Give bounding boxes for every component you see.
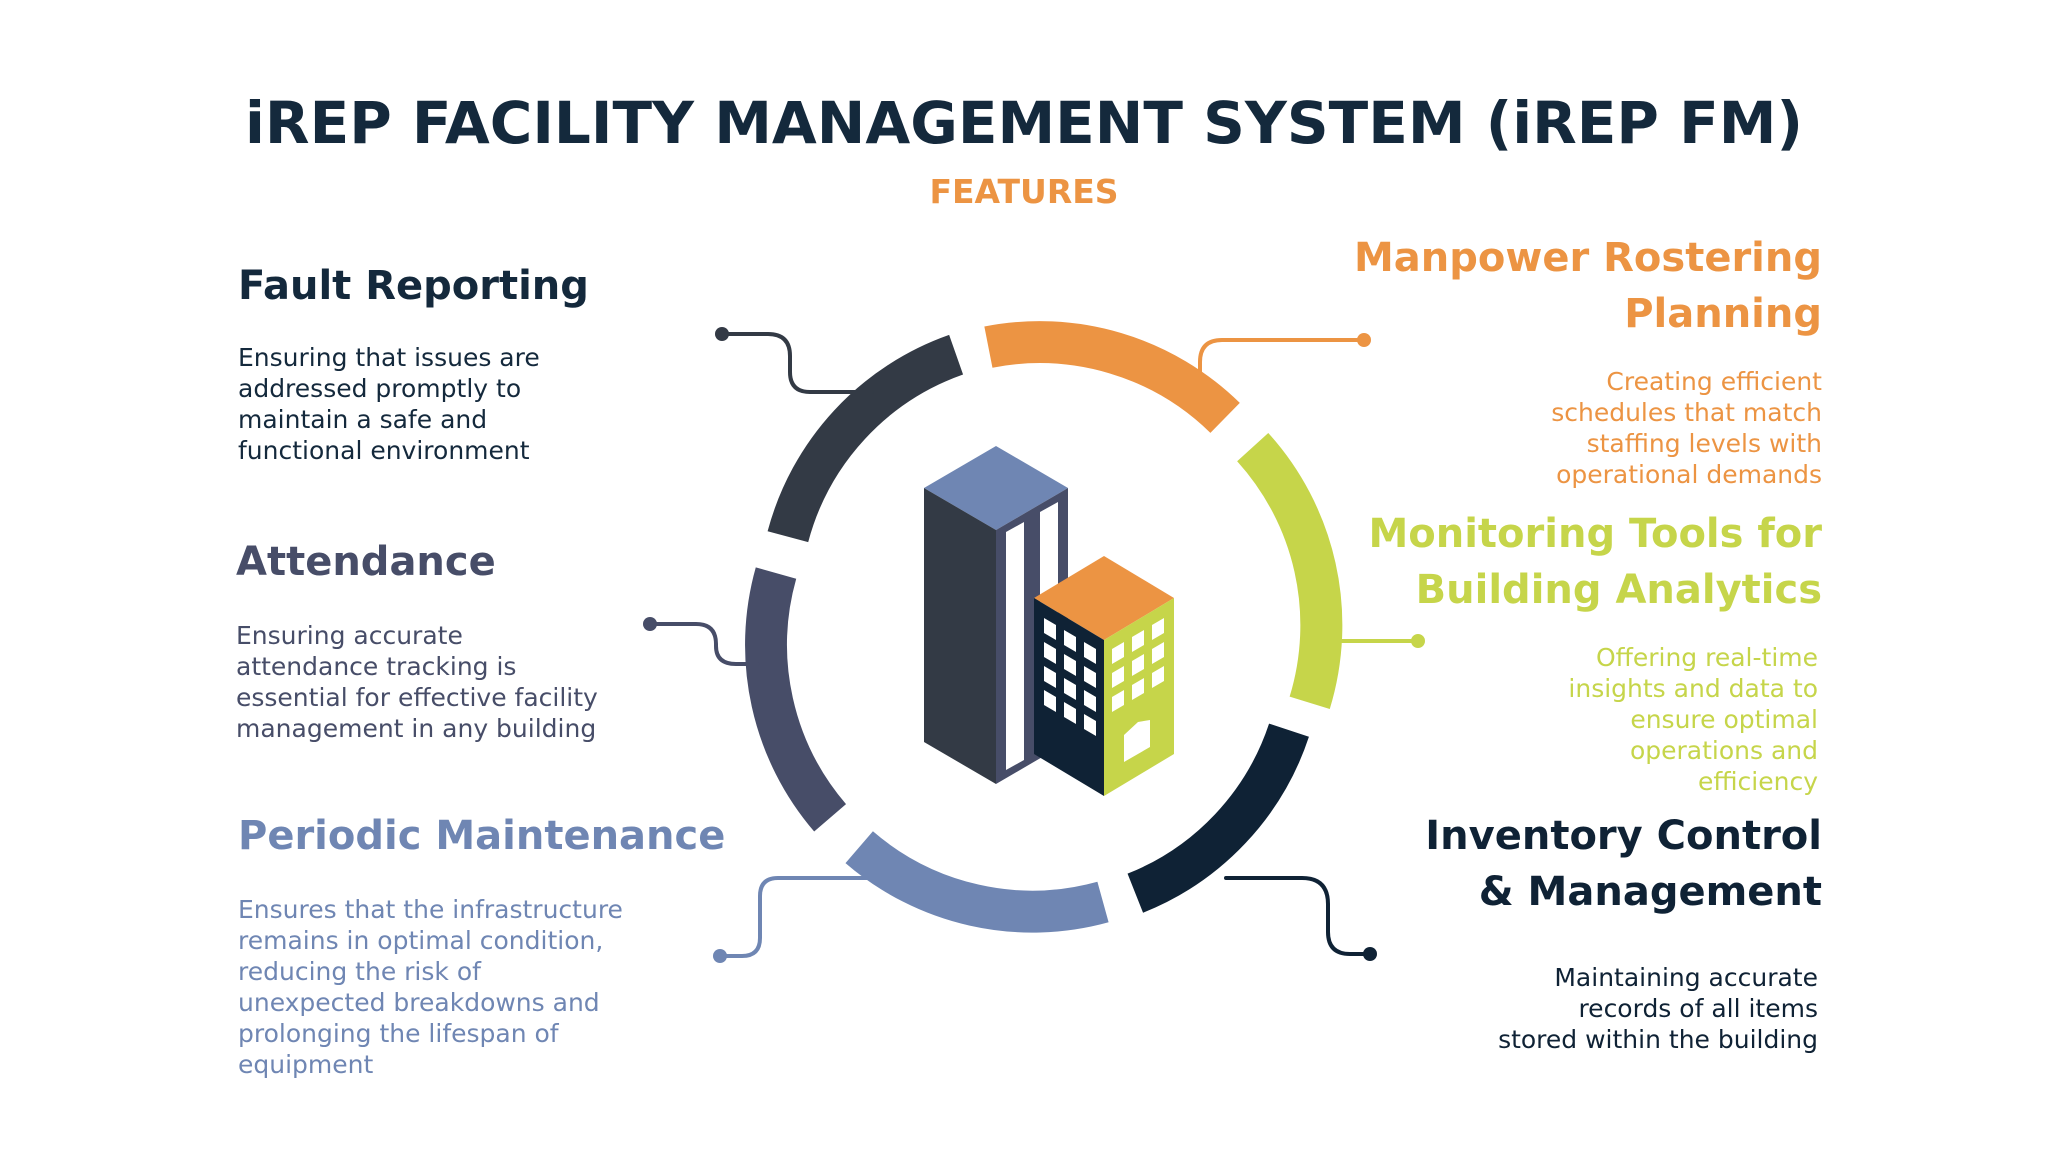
feature-title: Attendance (236, 539, 496, 585)
page-subtitle: FEATURES (929, 172, 1119, 211)
feature-title: Periodic Maintenance (238, 813, 726, 859)
page-title: iREP FACILITY MANAGEMENT SYSTEM (iREP FM… (245, 89, 1803, 157)
connector-dot-monitoring (1411, 634, 1425, 648)
connector-dot-attendance (643, 617, 657, 631)
feature-manpower-rostering: Manpower Rostering Planning Creating eff… (1182, 230, 1822, 490)
connector-manpower (1198, 338, 1366, 378)
feature-description: Ensures that the infrastructure remains … (238, 895, 623, 1079)
connector-attendance (648, 622, 760, 666)
ring-segment-monitoring (1236, 433, 1343, 709)
connector-dot-inventory (1363, 947, 1377, 961)
ring-segment-inventory (1127, 723, 1309, 913)
feature-description: Ensuring accurate attendance tracking is… (236, 621, 598, 743)
feature-description: Offering real-time insights and data to … (1568, 643, 1818, 796)
connector-periodic-maintenance (718, 876, 902, 958)
feature-inventory-control: Inventory Control & Management Maintaini… (1182, 808, 1822, 1055)
ring-segment-manpower (984, 321, 1240, 434)
feature-monitoring-tools: Monitoring Tools for Building Analytics … (1182, 506, 1822, 797)
feature-title: Inventory Control & Management (1425, 813, 1822, 915)
building-icon (924, 446, 1174, 796)
connector-dot-periodic-maintenance (713, 949, 727, 963)
feature-description: Maintaining accurate records of all item… (1498, 963, 1818, 1054)
feature-periodic-maintenance: Periodic Maintenance Ensures that the in… (238, 808, 758, 1080)
feature-title: Monitoring Tools for Building Analytics (1368, 511, 1822, 613)
feature-attendance: Attendance Ensuring accurate attendance … (236, 534, 756, 744)
feature-title: Manpower Rostering Planning (1353, 235, 1822, 337)
ring-segment-fault-reporting (767, 334, 964, 543)
ring-segment-periodic-maintenance (845, 831, 1109, 933)
feature-description: Ensuring that issues are addressed promp… (238, 343, 540, 465)
feature-title: Fault Reporting (238, 263, 589, 309)
ring-segment-attendance (745, 567, 847, 832)
connector-dot-manpower (1357, 333, 1371, 347)
feature-fault-reporting: Fault Reporting Ensuring that issues are… (238, 258, 758, 466)
connector-inventory (1224, 876, 1372, 956)
connector-dot-fault-reporting (715, 327, 729, 341)
feature-description: Creating efficient schedules that match … (1551, 367, 1822, 489)
connector-fault-reporting (720, 332, 874, 394)
